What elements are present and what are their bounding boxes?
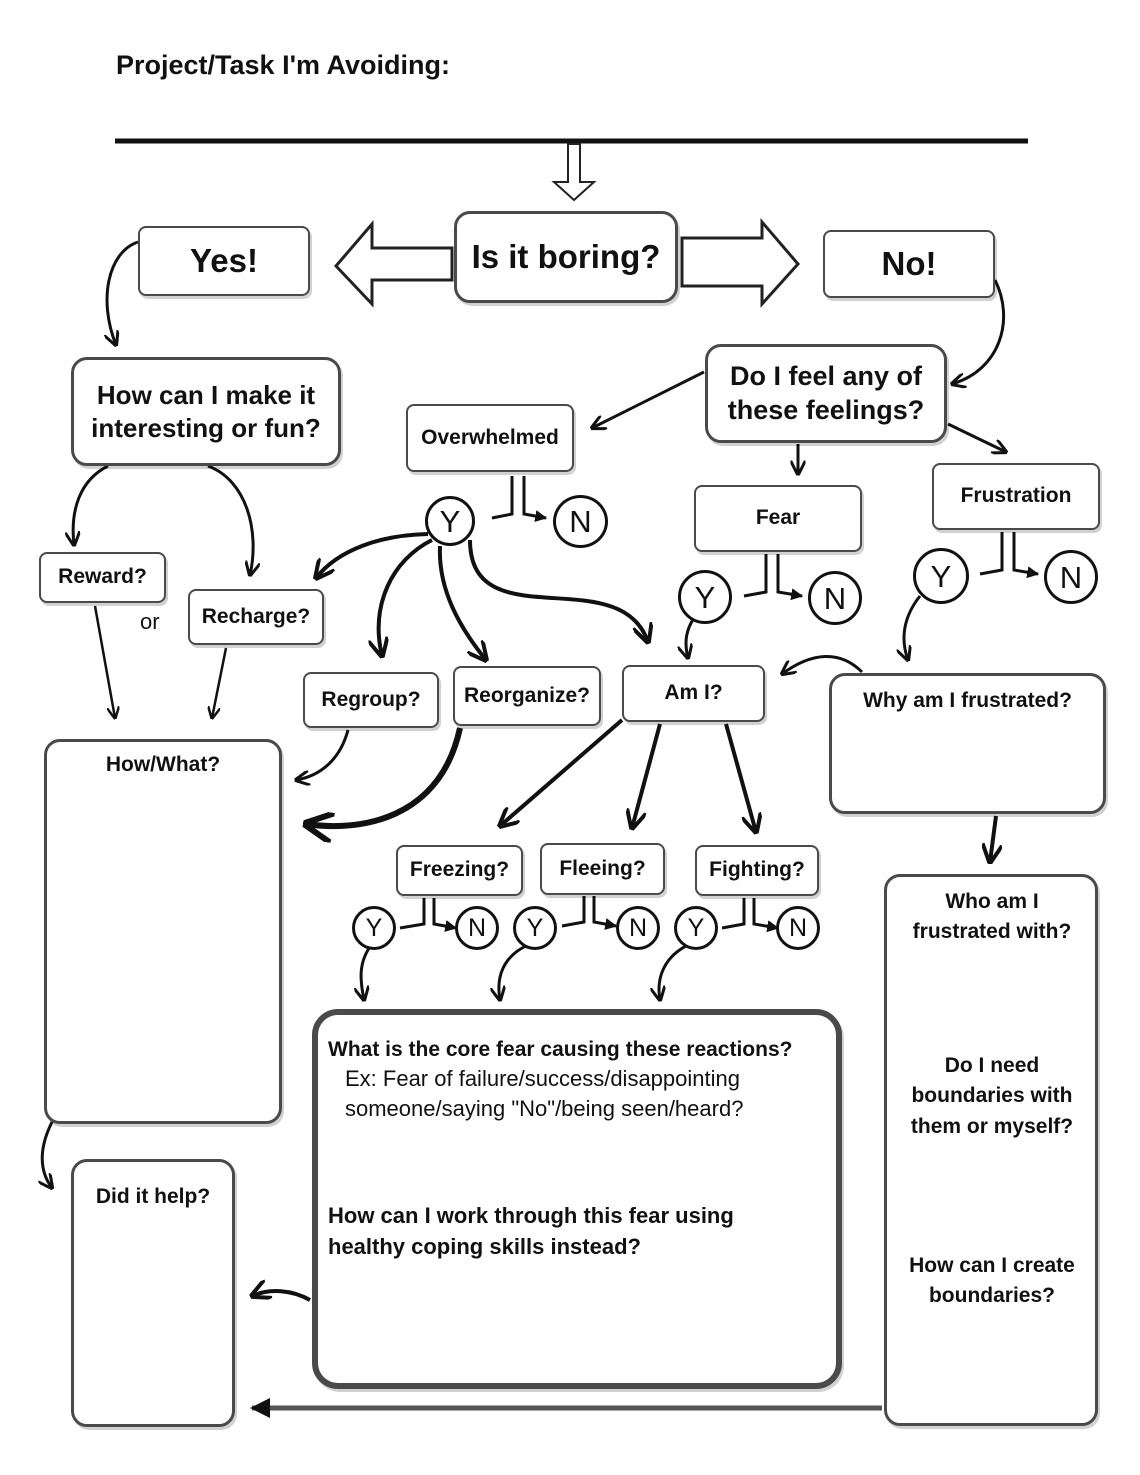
fleeing-box: Fleeing? xyxy=(540,843,665,895)
arrow-frustration-y-to-why xyxy=(904,595,922,660)
arrow-ami-to-fleeing xyxy=(632,723,662,828)
am-i-box: Am I? xyxy=(622,665,765,722)
recharge-box: Recharge? xyxy=(188,589,324,645)
fleeing-yes-circle[interactable]: Y xyxy=(513,906,557,950)
arrow-ami-to-fighting xyxy=(724,723,756,832)
reward-box: Reward? xyxy=(39,552,166,603)
arrow-fun-to-reward xyxy=(73,464,109,545)
boring-question-box: Is it boring? xyxy=(454,211,678,303)
fleeing-no-circle[interactable]: N xyxy=(616,906,660,950)
no-box: No! xyxy=(823,230,995,298)
arrow-fun-to-recharge xyxy=(207,464,253,575)
arrow-howwhat-to-help xyxy=(42,1121,52,1188)
split-fleeing xyxy=(561,896,616,926)
arrow-ami-to-freezing xyxy=(500,718,624,826)
how-what-box[interactable]: How/What? xyxy=(44,739,282,1124)
arrow-regroup-to-howwhat xyxy=(296,729,350,780)
arrow-fighting-y-to-core xyxy=(659,942,691,1000)
frustration-yes-circle[interactable]: Y xyxy=(913,548,969,604)
overwhelmed-yes-circle[interactable]: Y xyxy=(425,496,475,546)
core-fear-example-2: someone/saying "No"/being seen/heard? xyxy=(345,1096,744,1121)
arrow-why-to-ami xyxy=(782,655,864,674)
make-it-fun-box: How can I make it interesting or fun? xyxy=(71,357,341,466)
arrow-y-to-reorganize xyxy=(437,545,486,660)
split-freezing xyxy=(399,898,456,928)
split-fighting xyxy=(721,898,778,928)
fighting-box: Fighting? xyxy=(695,845,819,896)
split-overwhelmed xyxy=(491,476,546,518)
core-fear-box[interactable]: What is the core fear causing these reac… xyxy=(312,1009,842,1389)
reorganize-box: Reorganize? xyxy=(453,666,601,726)
down-hollow-arrow xyxy=(551,143,597,202)
create-boundaries-question: How can I create boundaries? xyxy=(909,1254,1075,1308)
left-hollow-arrow xyxy=(333,219,454,308)
arrow-freezing-y-to-core xyxy=(361,943,374,1000)
why-frustrated-box[interactable]: Why am I frustrated? xyxy=(829,673,1106,814)
yes-box: Yes! xyxy=(138,226,310,296)
arrow-core-to-help xyxy=(252,1291,311,1302)
fear-yes-circle[interactable]: Y xyxy=(678,570,732,624)
overwhelmed-box: Overwhelmed xyxy=(406,404,574,472)
core-fear-example-1: Ex: Fear of failure/success/disappointin… xyxy=(345,1066,740,1091)
coping-skills-question: How can I work through this fear using h… xyxy=(328,1203,734,1259)
fighting-yes-circle[interactable]: Y xyxy=(674,906,718,950)
did-it-help-box[interactable]: Did it help? xyxy=(71,1159,235,1427)
feelings-question-box: Do I feel any of these feelings? xyxy=(705,344,947,443)
freezing-box: Freezing? xyxy=(396,845,523,896)
split-frustration xyxy=(979,532,1038,574)
freezing-no-circle[interactable]: N xyxy=(455,906,499,950)
core-fear-question: What is the core fear causing these reac… xyxy=(328,1038,793,1061)
arrow-feelings-to-overwhelmed xyxy=(592,370,705,428)
arrow-recharge-to-howwhat xyxy=(212,647,228,718)
split-fear xyxy=(743,554,802,596)
or-label: or xyxy=(140,609,160,634)
arrow-fleeing-y-to-core xyxy=(499,942,531,1000)
arrow-reorganize-to-howwhat xyxy=(306,727,463,826)
freezing-yes-circle[interactable]: Y xyxy=(352,906,396,950)
arrow-no-to-feelings xyxy=(952,279,1006,384)
arrow-y-to-recharge xyxy=(316,532,429,578)
page-title: Project/Task I'm Avoiding: xyxy=(116,50,450,80)
fear-no-circle[interactable]: N xyxy=(808,571,862,625)
fighting-no-circle[interactable]: N xyxy=(776,906,820,950)
arrow-y-to-regroup xyxy=(379,538,433,656)
frustration-box: Frustration xyxy=(932,463,1100,530)
arrow-yes-to-fun xyxy=(107,240,139,345)
need-boundaries-question: Do I need boundaries with them or myself… xyxy=(910,1054,1074,1138)
arrow-fear-y-to-ami xyxy=(686,617,696,658)
regroup-box: Regroup? xyxy=(303,672,439,728)
arrow-feelings-to-frustration xyxy=(947,422,1006,452)
frustration-no-circle[interactable]: N xyxy=(1044,550,1098,604)
arrow-why-to-who xyxy=(990,815,996,862)
overwhelmed-no-circle[interactable]: N xyxy=(553,495,608,548)
fear-box: Fear xyxy=(694,485,862,552)
right-hollow-arrow xyxy=(680,217,800,308)
arrow-y-to-ami xyxy=(468,539,648,642)
boundaries-box[interactable]: Who am I frustrated with? Do I need boun… xyxy=(884,874,1098,1426)
arrow-reward-to-howwhat xyxy=(93,605,115,718)
who-frustrated-question: Who am I frustrated with? xyxy=(912,890,1072,944)
